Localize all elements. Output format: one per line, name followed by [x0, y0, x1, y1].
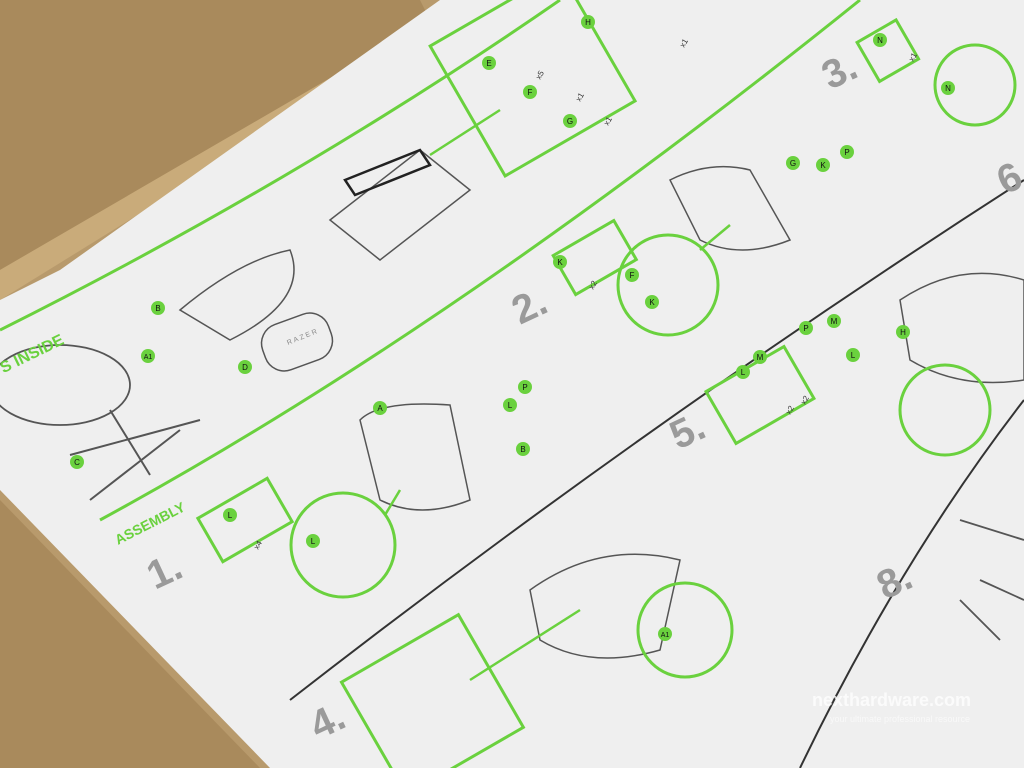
step4-connector — [469, 608, 581, 682]
svg-text:A: A — [377, 404, 383, 413]
part-badge-M: M — [753, 350, 767, 364]
svg-text:D: D — [242, 363, 248, 372]
svg-text:M: M — [757, 353, 764, 362]
svg-text:L: L — [508, 401, 513, 410]
svg-text:L: L — [851, 351, 856, 360]
svg-text:L: L — [228, 511, 233, 520]
step2-parts-box — [551, 218, 639, 297]
svg-text:P: P — [803, 324, 808, 333]
parts-box-efg — [428, 0, 638, 179]
svg-text:K: K — [649, 298, 655, 307]
part-badge-L-detail: L — [306, 534, 320, 548]
part-badge-L-step1: L — [223, 508, 237, 522]
part-badge-K-step2-top: K — [816, 158, 830, 172]
part-badge-B: B — [151, 301, 165, 315]
step3-detail-circle — [933, 43, 1017, 127]
cardboard-flap-top — [0, 0, 430, 270]
part-badge-P-step5: P — [799, 321, 813, 335]
part-badge-G-step2: G — [786, 156, 800, 170]
part-badge-L-step1-top: L — [503, 398, 517, 412]
part-badge-N-detail: N — [941, 81, 955, 95]
svg-text:B: B — [155, 304, 160, 313]
seat-b-drawing — [178, 249, 295, 341]
svg-text:L: L — [311, 537, 316, 546]
part-badge-P-step1: P — [518, 380, 532, 394]
svg-text:G: G — [790, 159, 796, 168]
svg-text:C: C — [74, 458, 80, 467]
part-badge-H-step5: H — [896, 325, 910, 339]
svg-text:E: E — [486, 59, 491, 68]
part-badge-M-step5-right: M — [827, 314, 841, 328]
contents-connector — [429, 108, 501, 157]
part-badge-A1: A1 — [141, 349, 155, 363]
step5-chair-drawing — [899, 272, 1024, 384]
step4-parts-box — [339, 612, 526, 768]
svg-text:F: F — [528, 88, 533, 97]
svg-text:A1: A1 — [661, 632, 670, 639]
step1-connector — [383, 489, 402, 516]
step4-seat-drawing — [529, 553, 681, 659]
green-divider-top — [0, 0, 561, 332]
watermark-brand: nexthardware.com — [812, 690, 971, 710]
svg-text:A1: A1 — [144, 354, 153, 361]
part-badge-F: F — [523, 85, 537, 99]
part-badge-G: G — [563, 114, 577, 128]
svg-text:K: K — [820, 161, 826, 170]
watermark-tagline: your ultimate professional resource — [830, 714, 970, 724]
svg-text:M: M — [831, 317, 838, 326]
part-badge-K: K — [553, 255, 567, 269]
part-badge-L-step5-right: L — [846, 348, 860, 362]
green-divider-middle — [99, 0, 861, 522]
shipping-box-inner — [343, 148, 432, 197]
step5-detail-circle — [898, 363, 992, 457]
part-badge-D: D — [238, 360, 252, 374]
part-badge-P-step2: P — [840, 145, 854, 159]
svg-text:P: P — [522, 383, 527, 392]
svg-text:N: N — [877, 36, 883, 45]
step2-detail-circle — [616, 233, 720, 337]
svg-text:P: P — [844, 148, 849, 157]
part-badge-A: A — [373, 401, 387, 415]
part-badge-C: C — [70, 455, 84, 469]
part-badge-A1-step4: A1 — [658, 627, 672, 641]
black-divider-bottom — [289, 179, 1024, 701]
svg-text:G: G — [567, 117, 573, 126]
step3-parts-box — [855, 17, 921, 84]
svg-text:F: F — [630, 271, 635, 280]
svg-text:H: H — [900, 328, 906, 337]
part-badge-H: H — [581, 15, 595, 29]
step1-parts-box — [195, 476, 295, 564]
svg-text:K: K — [557, 258, 563, 267]
step4-detail-circle — [636, 581, 734, 679]
part-badge-B-step1: B — [516, 442, 530, 456]
step8-base-drawing — [959, 519, 1024, 641]
cardboard-flap-bottom — [0, 500, 260, 768]
part-badge-E: E — [482, 56, 496, 70]
watermark: nexthardware.com your ultimate professio… — [792, 678, 1002, 738]
svg-text:B: B — [520, 445, 525, 454]
svg-text:L: L — [741, 368, 746, 377]
part-badge-N: N — [873, 33, 887, 47]
chair-base-drawing — [69, 409, 201, 501]
chair-back-drawing — [0, 344, 131, 426]
svg-text:H: H — [585, 18, 591, 27]
step2-connector — [699, 224, 731, 251]
pillow-drawing — [260, 312, 334, 372]
part-badge-L-step5: L — [736, 365, 750, 379]
shipping-box-drawing — [328, 149, 472, 261]
step1-detail-circle — [289, 491, 397, 599]
svg-text:N: N — [945, 84, 951, 93]
part-badge-K-detail: K — [645, 295, 659, 309]
step2-chair-drawing — [668, 165, 792, 251]
part-badge-F-step2: F — [625, 268, 639, 282]
black-divider-right — [799, 399, 1024, 768]
